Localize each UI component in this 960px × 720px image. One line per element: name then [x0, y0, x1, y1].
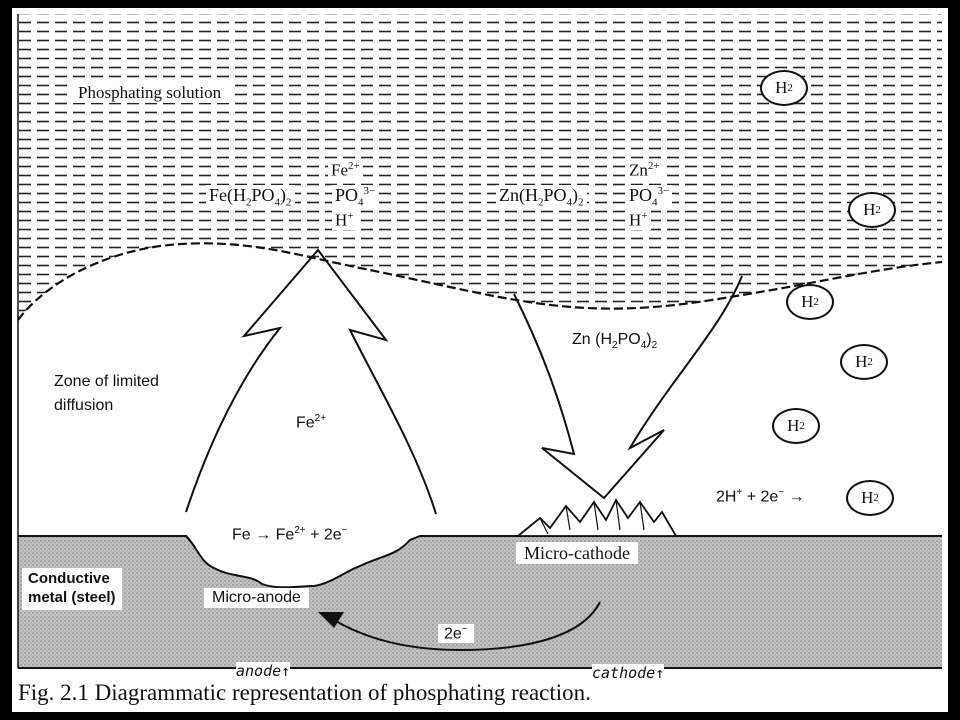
- electron-arrowhead: [318, 612, 344, 628]
- electron-flow-arrow: [333, 601, 601, 652]
- fe-dihydrogen-phosphate: Fe(H2PO4)2: [206, 185, 295, 210]
- metal-surface-line: [18, 535, 942, 589]
- handwritten-cathode-note: cathode↑: [592, 664, 665, 682]
- fe-arrow-label: Fe2+: [296, 413, 327, 432]
- solution-label: Phosphating solution: [70, 82, 230, 103]
- zone-label-line1: Zone of limited: [54, 373, 159, 390]
- electron-label: 2e−: [438, 624, 474, 644]
- zn-ion-hydrogen: H+: [626, 210, 651, 230]
- fe-ion-phosphate: PO43−: [332, 185, 379, 210]
- fe-diffusion-arrow: [185, 248, 437, 515]
- zn-arrow-label: Zn (H2PO4)2: [572, 331, 658, 352]
- cathode-h2-reaction: 2H+ + 2e− →: [716, 487, 805, 506]
- crystal-facets: [539, 499, 645, 535]
- micro-anode-label: Micro-anode: [204, 588, 309, 608]
- phosphating-solution-region: [18, 14, 942, 320]
- micro-cathode-label: Micro-cathode: [516, 542, 638, 564]
- handwritten-anode-note: anode↑: [236, 662, 291, 680]
- metal-substrate: [18, 536, 942, 668]
- anode-reaction: Fe → Fe2+ + 2e−: [232, 525, 348, 544]
- solution-boundary: [18, 242, 942, 321]
- zn-diffusion-arrow: [513, 275, 743, 500]
- zone-label-line2: diffusion: [54, 397, 114, 414]
- zn-ion-zn2: Zn2+: [626, 160, 663, 180]
- zn-ion-phosphate: PO43−: [626, 185, 673, 210]
- zn-dihydrogen-phosphate: Zn(H2PO4)2: [496, 185, 587, 210]
- phosphate-crystals: [515, 498, 678, 537]
- fe-ion-fe2: Fe2+: [328, 160, 363, 180]
- fe-ion-hydrogen: H+: [332, 210, 357, 230]
- figure-caption: Fig. 2.1 Diagrammatic representation of …: [18, 680, 591, 705]
- conductive-metal-label: Conductive metal (steel): [22, 568, 122, 610]
